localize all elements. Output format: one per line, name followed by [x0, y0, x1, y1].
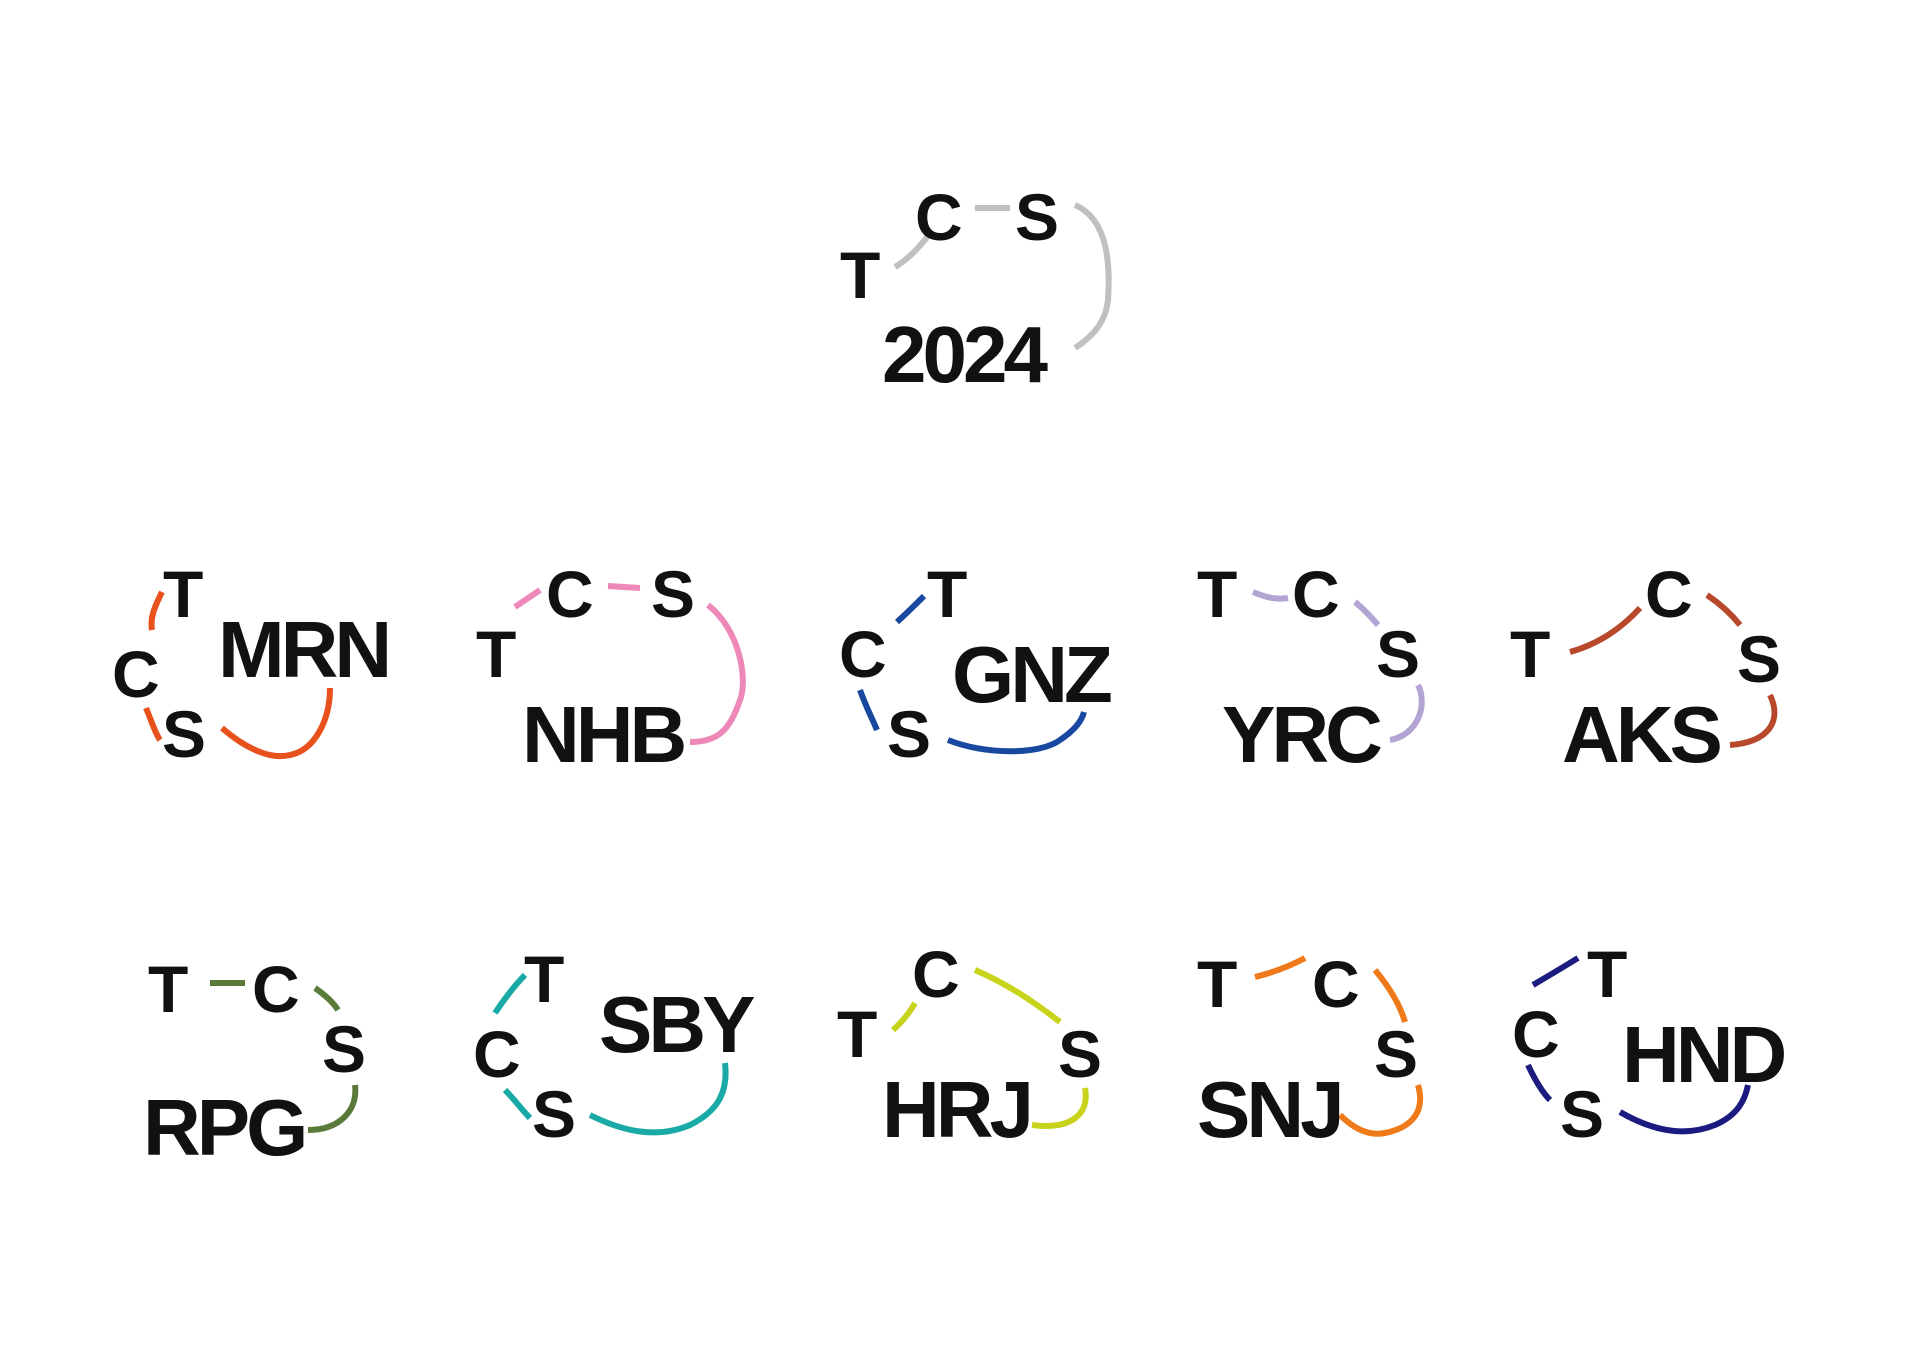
- logo-variant-letter-c: C: [1312, 947, 1360, 1021]
- logo-variant-suffix: MRN: [218, 605, 388, 694]
- logo-variant-hnd: T C S HND: [1512, 937, 1789, 1151]
- logo-variant-snj: T C S SNJ: [1197, 947, 1423, 1154]
- logo-variant-suffix: HRJ: [882, 1065, 1030, 1154]
- logo-variant-letter-s: S: [651, 557, 695, 631]
- logo-variant-letter-c: C: [839, 617, 887, 691]
- logo-variant-letter-s: S: [532, 1077, 576, 1151]
- logo-variant-letter-c: C: [473, 1017, 521, 1091]
- logo-variant-suffix: SBY: [599, 980, 755, 1069]
- logo-variant-letter-s: S: [322, 1012, 366, 1086]
- logo-variant-stroke: [513, 583, 746, 745]
- logo-variant-stroke: [1251, 589, 1425, 743]
- logo-variant-gnz: T C S GNZ: [839, 557, 1115, 771]
- logo-variant-nhb: T C S NHB: [476, 557, 746, 779]
- logo-variant-suffix: AKS: [1562, 690, 1721, 779]
- logo-variant-letter-t: T: [476, 617, 516, 691]
- logo-main-suffix: 2024: [882, 310, 1048, 399]
- logo-variant-sby: T C S SBY: [473, 942, 759, 1151]
- logo-variant-letter-c: C: [252, 952, 300, 1026]
- logo-variant-stroke: [1569, 592, 1778, 748]
- logo-variant-stroke: [143, 590, 333, 760]
- logo-variant-letter-t: T: [1197, 947, 1237, 1021]
- logo-variant-letter-c: C: [546, 557, 594, 631]
- logo-variant-mrn: T C S MRN: [112, 557, 392, 771]
- logo-variant-letter-c: C: [1292, 557, 1340, 631]
- logo-variant-letter-s: S: [1560, 1077, 1604, 1151]
- logo-variant-letter-s: S: [162, 697, 206, 771]
- logo-variant-stroke: [210, 980, 359, 1133]
- logo-variant-suffix: SNJ: [1197, 1065, 1341, 1154]
- logo-main-letter-s: S: [1015, 180, 1059, 254]
- logo-main-stroke: [893, 202, 1112, 351]
- logo-variant-letter-c: C: [112, 637, 160, 711]
- logo-main: T C S 2024: [840, 180, 1112, 399]
- logo-variant-letter-c: C: [1512, 997, 1560, 1071]
- logo-variant-suffix: RPG: [143, 1083, 304, 1172]
- logo-variant-stroke: [857, 593, 1087, 755]
- logo-variant-suffix: HND: [1622, 1010, 1785, 1099]
- logo-variant-letter-c: C: [912, 937, 960, 1011]
- logo-main-letter-c: C: [915, 180, 963, 254]
- logo-variant-rpg: T C S RPG: [143, 952, 366, 1172]
- logo-variant-letter-t: T: [927, 557, 967, 631]
- logo-variant-letter-t: T: [837, 997, 877, 1071]
- logo-variant-stroke: [492, 972, 729, 1136]
- logo-variant-stroke: [1254, 955, 1423, 1137]
- logo-main-letter-t: T: [840, 238, 880, 312]
- logo-variant-letter-t: T: [1587, 937, 1627, 1011]
- logo-variant-letter-t: T: [524, 942, 564, 1016]
- logo-variant-letter-t: T: [1510, 617, 1550, 691]
- logo-variant-letter-t: T: [163, 557, 203, 631]
- logo-variant-letter-s: S: [887, 697, 931, 771]
- logo-variant-suffix: YRC: [1222, 690, 1381, 779]
- logo-variant-letter-s: S: [1374, 1017, 1418, 1091]
- logo-variant-stroke: [1525, 955, 1751, 1135]
- logo-variant-suffix: NHB: [522, 690, 685, 779]
- logo-variant-stroke: [890, 967, 1089, 1129]
- logo-variant-letter-s: S: [1058, 1017, 1102, 1091]
- logo-variant-letter-s: S: [1737, 622, 1781, 696]
- logo-variant-suffix: GNZ: [952, 630, 1111, 719]
- logo-variant-letter-t: T: [148, 952, 188, 1026]
- logo-variant-letter-s: S: [1376, 617, 1420, 691]
- logo-variant-hrj: T C S HRJ: [837, 937, 1102, 1154]
- logo-variant-letter-c: C: [1645, 557, 1693, 631]
- logo-variant-letter-t: T: [1197, 557, 1237, 631]
- logo-variant-aks: T C S AKS: [1510, 557, 1781, 779]
- logo-variant-yrc: T C S YRC: [1197, 557, 1425, 779]
